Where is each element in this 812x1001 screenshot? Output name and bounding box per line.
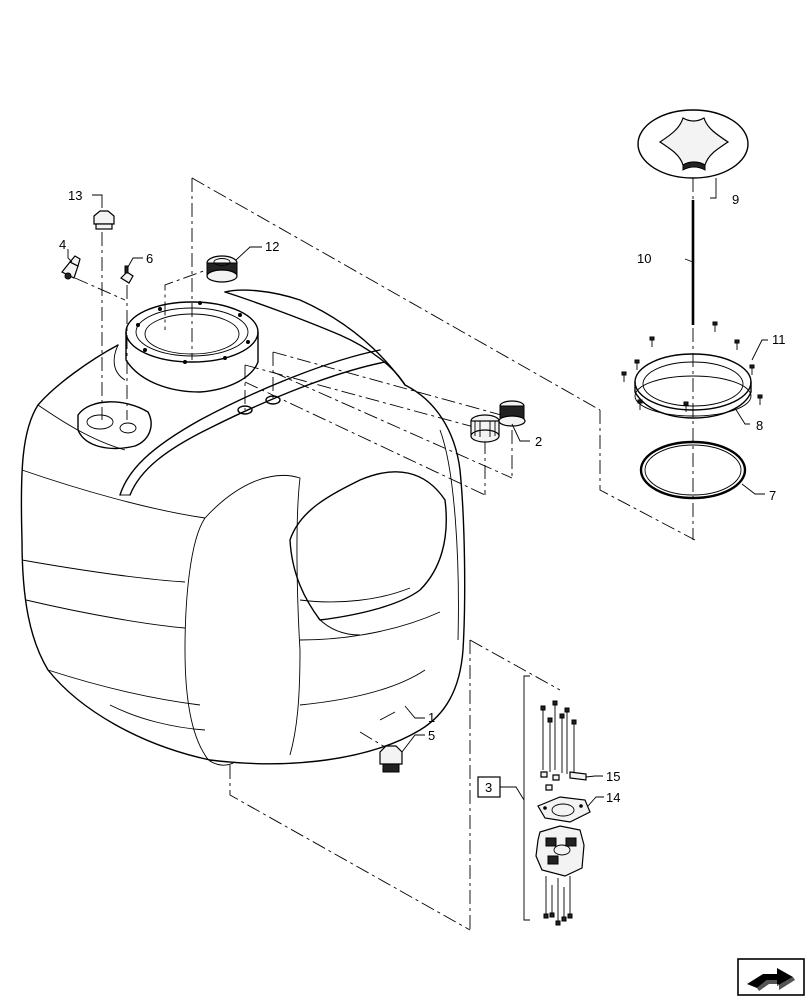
callout-11: 11: [772, 332, 786, 347]
callout-12: 12: [265, 239, 279, 254]
part-4-fitting: [61, 255, 81, 280]
part-13-plug: [93, 210, 115, 230]
callout-2: 2: [535, 434, 542, 449]
part-12-fitting: [206, 255, 238, 283]
callout-5: 5: [428, 728, 435, 743]
callout-14: 14: [606, 790, 620, 805]
part-9-lid: [637, 109, 749, 179]
part-8-ring: [634, 353, 752, 419]
part-5-plug: [379, 745, 403, 773]
tank-body: [20, 289, 466, 766]
part-3-assembly: [523, 675, 591, 926]
next-page-arrow-icon[interactable]: [737, 958, 805, 996]
part-11-screws: [621, 321, 763, 412]
callout-6: 6: [146, 251, 153, 266]
centerlines: [74, 177, 696, 931]
callout-7: 7: [769, 488, 776, 503]
callout-box-3: [477, 776, 501, 798]
part-6-fitting: [120, 265, 134, 284]
callout-8: 8: [756, 418, 763, 433]
leader-lines: [67, 178, 768, 807]
callout-9: 9: [732, 192, 739, 207]
callout-labels: 13 4 6 12 2 9 10 11 8 7 1 5 3 15 14: [59, 188, 786, 805]
callout-1: 1: [428, 710, 435, 725]
callout-4: 4: [59, 237, 66, 252]
tank-port-pad: [77, 401, 152, 450]
callout-10: 10: [637, 251, 651, 266]
part-2-plugs: [470, 400, 526, 443]
callout-13: 13: [68, 188, 82, 203]
part-7-gasket: [639, 440, 747, 500]
callout-15: 15: [606, 769, 620, 784]
callout-3: 3: [485, 780, 492, 795]
